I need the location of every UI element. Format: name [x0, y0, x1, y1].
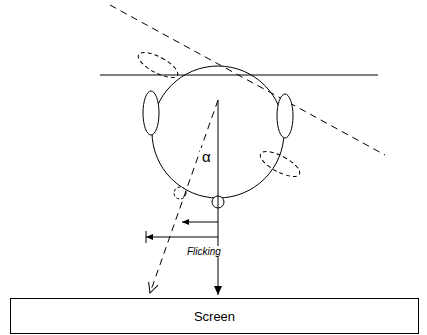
tilt-line: [110, 5, 385, 155]
flicking-label: Flicking: [185, 246, 223, 257]
angle-label: α: [200, 148, 213, 165]
turned-gaze-arrow: [150, 100, 218, 293]
left-ear: [143, 91, 159, 135]
node-label: Screen: [194, 309, 235, 324]
gaze-arrow: [218, 100, 219, 295]
ear-line: [100, 75, 378, 76]
tilted-left-ear: [135, 48, 181, 83]
screen-box: Screen: [10, 298, 419, 334]
tilted-right-ear: [257, 147, 303, 182]
tick: [146, 231, 147, 243]
flick-arrow: [182, 222, 218, 223]
flick-arrow: [146, 237, 218, 238]
right-ear: [277, 94, 293, 138]
